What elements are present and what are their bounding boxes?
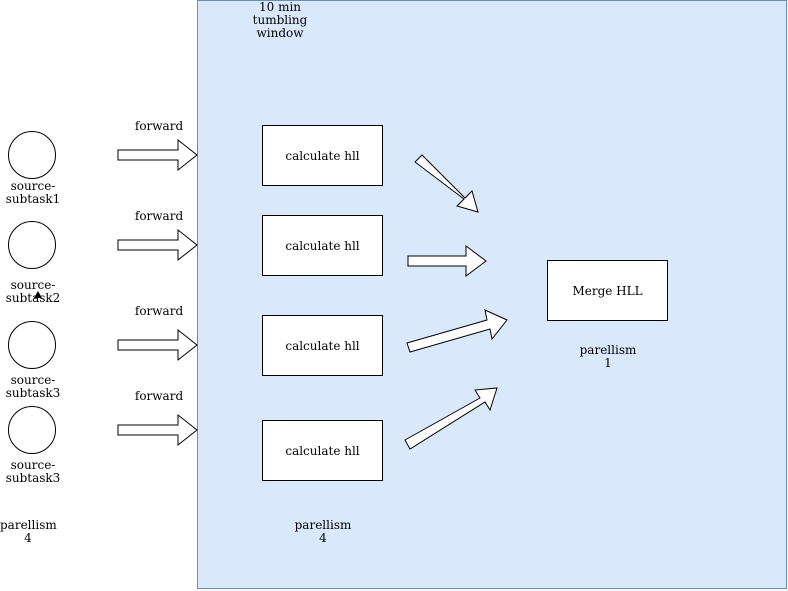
source-label-3: source- subtask3 [5,373,61,400]
source-node-2[interactable] [8,221,56,269]
source-node-3[interactable] [8,321,56,369]
calculate-hll-box-2[interactable]: calculate hll [262,215,383,276]
source-node-4[interactable] [8,406,56,454]
merge-arrow-1 [414,154,479,213]
source-parallelism-label: parellism 4 [0,518,57,545]
forward-arrow-4 [117,413,198,447]
edge-label-3: forward [134,304,184,318]
tumbling-window-container [197,0,787,589]
forward-arrow-1 [117,138,198,172]
source-node-1[interactable] [8,131,56,179]
merge-hll-box[interactable]: Merge HLL [547,260,668,321]
merge-arrow-3 [406,309,508,353]
window-label: 10 min tumbling window [252,0,308,40]
operator-parallelism-label: parellism 4 [294,518,352,545]
calculate-hll-box-1[interactable]: calculate hll [262,125,383,186]
forward-arrow-3 [117,328,198,362]
calculate-hll-box-4[interactable]: calculate hll [262,420,383,481]
calculate-hll-box-3[interactable]: calculate hll [262,315,383,376]
edge-label-2: forward [134,209,184,223]
forward-arrow-2 [117,228,198,262]
merge-arrow-2 [407,245,487,277]
cursor-icon [34,291,42,298]
edge-label-1: forward [134,119,184,133]
merge-parallelism-label: parellism 1 [579,343,637,370]
source-label-2: source- subtask2 [5,278,61,305]
merge-arrow-4 [404,387,498,450]
edge-label-4: forward [134,389,184,403]
source-label-1: source- subtask1 [5,179,61,206]
source-label-4: source- subtask3 [5,458,61,485]
